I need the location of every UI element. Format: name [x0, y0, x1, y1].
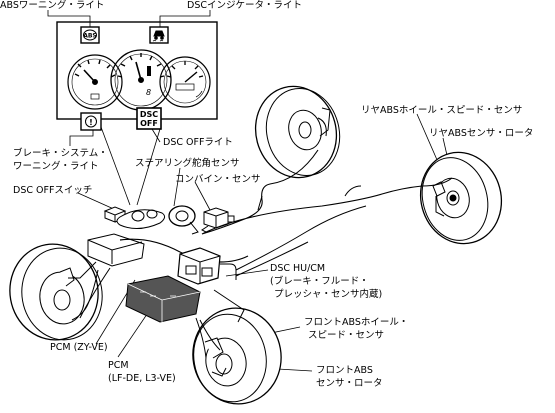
fuel-temperature-gauge: [159, 56, 211, 108]
steering-angle-sensor: [168, 205, 199, 235]
rear-wheel-assembly: [254, 85, 341, 179]
label-brake-system-warning-light-line1: ブレーキ・システム・: [13, 148, 108, 159]
front-left-wheel: [9, 243, 103, 341]
label-dsc-hu-cm-line1: DSC HU/CM: [270, 263, 326, 274]
label-combined-sensor: コンバイン・センサ: [175, 174, 261, 185]
label-dsc-hu-cm-line3: プレッシャ・センサ内蔵): [274, 289, 383, 300]
dsc-off-switch: [103, 206, 127, 223]
front-right-wheel: [192, 307, 282, 405]
label-pcm-zy: PCM (ZY-VE): [50, 342, 108, 353]
label-front-abs-sensor-rotor-line2: センサ・ロータ: [316, 378, 383, 389]
label-pcm-lf-line1: PCM: [108, 360, 129, 371]
rear-sensor-harness: [201, 149, 453, 235]
label-pcm-lf-line2: (LF-DE, L3-VE): [108, 373, 176, 384]
label-front-abs-sensor-rotor-line1: フロントABS: [316, 365, 373, 376]
label-dsc-hu-cm-line2: (ブレーキ・フルード・: [270, 276, 369, 287]
label-rear-abs-wheel-speed-sensor: リヤABSホイール・スピード・センサ: [361, 105, 523, 116]
label-rear-abs-sensor-rotor: リヤABSセンサ・ロータ: [429, 128, 534, 139]
label-abs-warning-light: ABSワーニング・ライト: [0, 0, 105, 11]
svg-text:8: 8: [146, 88, 151, 97]
engine-bay-components: [68, 233, 249, 285]
brake-icon-text: !: [89, 118, 93, 127]
brake-warning-indicator: [80, 112, 102, 131]
rear-wheel-right: [419, 151, 503, 245]
label-dsc-off-switch: DSC OFFスイッチ: [13, 185, 93, 196]
label-front-abs-wheel-speed-sensor-line2: スピード・センサ: [308, 330, 385, 341]
dsc-off-indicator: [136, 107, 162, 130]
label-steering-angle-sensor: ステアリング舵角センサ: [135, 158, 240, 169]
dsc-off-icon-line1: DSC: [140, 110, 158, 119]
dsc-indicator: [149, 26, 169, 44]
abs-icon-text: ABS: [83, 33, 97, 40]
instrument-cluster: 8: [56, 21, 218, 120]
brake-lines: [71, 205, 367, 359]
tachometer-gauge: [67, 54, 123, 110]
label-front-abs-wheel-speed-sensor-line1: フロントABSホイール・: [304, 317, 409, 328]
dsc-off-icon-line2: OFF: [140, 119, 158, 128]
label-dsc-indicator-light: DSCインジケータ・ライト: [187, 0, 302, 11]
label-dsc-off-light: DSC OFFライト: [163, 137, 233, 148]
label-brake-system-warning-light-line2: ワーニング・ライト: [13, 161, 99, 172]
steering-column-cluster-housing: [116, 209, 166, 229]
pcm-module: [125, 275, 201, 323]
